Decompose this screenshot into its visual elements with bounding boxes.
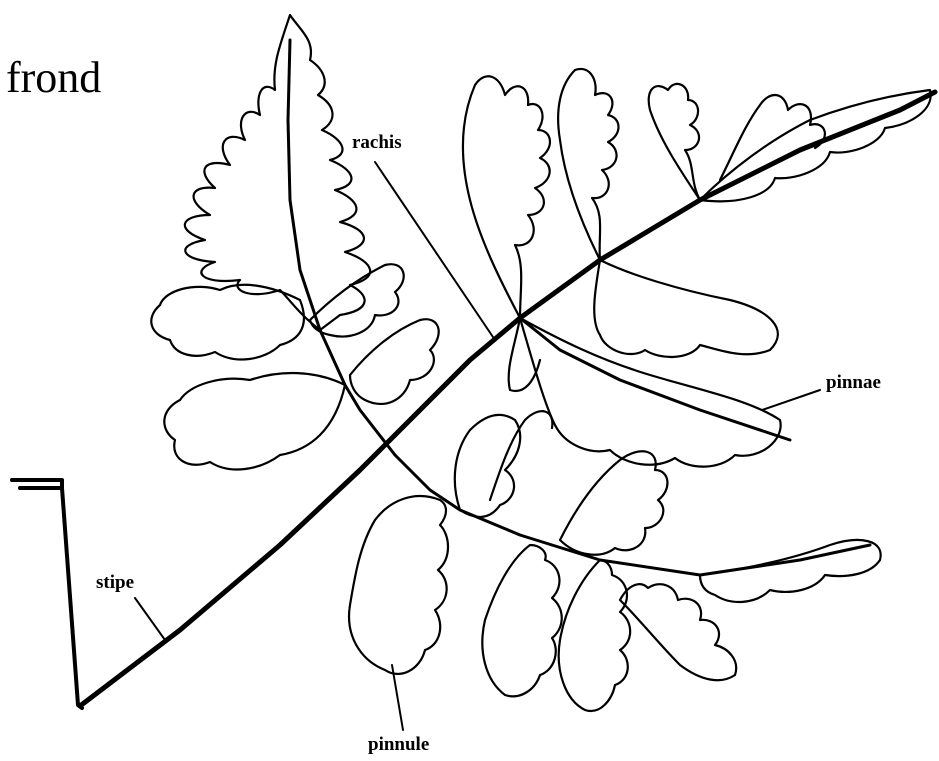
stipe-bracket <box>12 480 82 708</box>
pinnae-label: pinnae <box>826 372 881 394</box>
pinna-lower-1 <box>455 415 520 517</box>
stipe-leader-line <box>135 598 165 640</box>
pinna-lower-8 <box>490 411 552 500</box>
rachis-label: rachis <box>352 132 402 154</box>
pinna-upper-right-2 <box>558 69 618 260</box>
pinna-middle-right-1 <box>594 260 778 357</box>
left-branch-rachis <box>288 40 395 455</box>
right-branch-rachis <box>520 318 790 440</box>
pinnule-label: pinnule <box>368 734 429 756</box>
lower-branch-rachis <box>395 455 870 575</box>
pinna-upper-right-1 <box>463 76 550 318</box>
pinna-upper-left <box>185 15 370 330</box>
pinna-upper-right-3 <box>649 84 700 200</box>
pinna-lower-7 <box>560 451 667 554</box>
pinna-lower-4 <box>559 560 630 711</box>
pinna-lower-5 <box>620 584 736 680</box>
stipe-label: stipe <box>96 572 134 594</box>
pinna-lower-2 <box>349 496 448 674</box>
pinna-left-2 <box>164 373 345 469</box>
pinna-left-1 <box>151 285 304 360</box>
pinnae-leader-line <box>762 390 820 410</box>
diagram-title: frond <box>6 52 101 103</box>
rachis-leader-line <box>375 162 495 340</box>
pinna-lower-3 <box>482 545 561 696</box>
stipe-line <box>80 92 935 706</box>
